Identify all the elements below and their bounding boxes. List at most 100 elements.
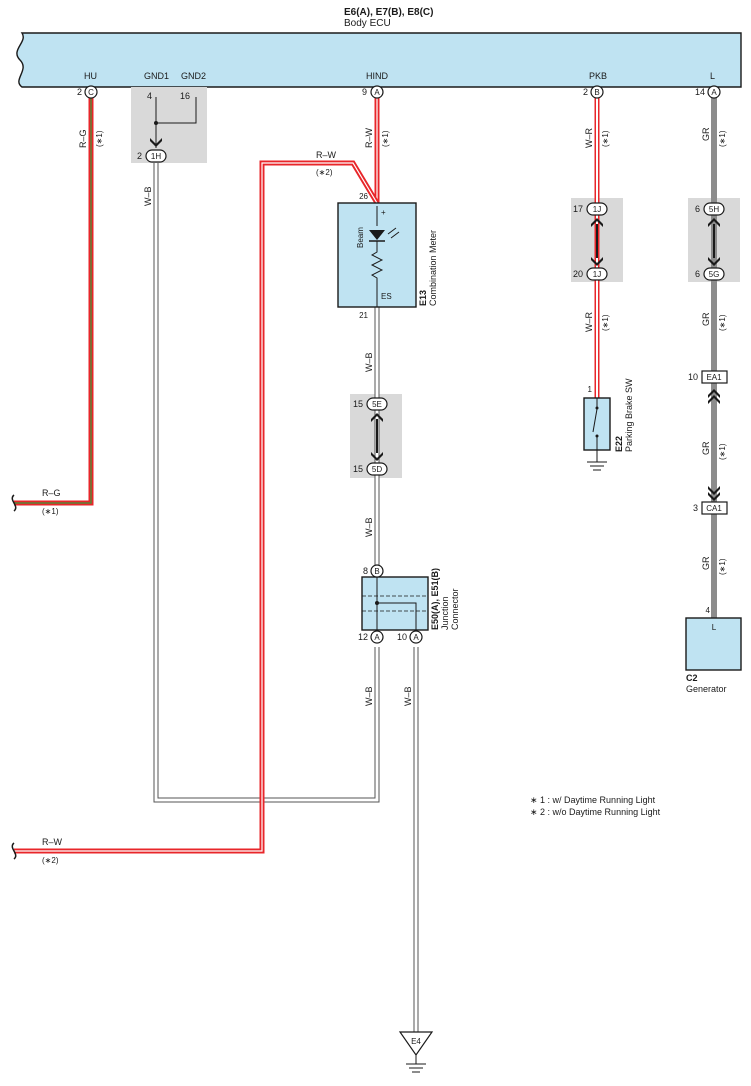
ecu-pin-hu: C 2 xyxy=(77,85,98,99)
note-2: ∗ 2 : w/o Daytime Running Light xyxy=(530,807,661,817)
jconn-pin-top: B 8 xyxy=(363,564,384,578)
wire-note-rg-horiz: (∗1) xyxy=(42,507,59,516)
generator-name: Generator xyxy=(686,684,727,694)
body-ecu-box xyxy=(16,32,742,88)
generator: L 4 xyxy=(685,606,742,671)
svg-text:5H: 5H xyxy=(709,205,719,214)
svg-text:9: 9 xyxy=(362,87,367,97)
junction-connector xyxy=(361,576,429,631)
jconn-code: E50(A), E51(B) xyxy=(430,568,440,630)
wire-label-gr-4: GR xyxy=(701,556,711,570)
junction-5e: 5E 15 xyxy=(353,397,388,411)
wire-w-b-ground xyxy=(153,163,380,803)
svg-text:A: A xyxy=(374,88,380,97)
svg-text:Beam: Beam xyxy=(356,227,365,248)
svg-text:10: 10 xyxy=(688,372,698,382)
wire-note-gr-1: (∗1) xyxy=(718,130,727,147)
junction-5e-5d-arrows xyxy=(371,413,383,461)
svg-text:EA1: EA1 xyxy=(706,373,722,382)
junction-1j-bottom: 1J 20 xyxy=(573,267,608,281)
svg-text:21: 21 xyxy=(359,311,368,320)
ecu-pin-gnd2-label: GND2 xyxy=(181,71,206,81)
junction-1j-top: 1J 17 xyxy=(573,202,608,216)
wire-note-rg-vert: (∗1) xyxy=(95,130,104,147)
svg-text:15: 15 xyxy=(353,464,363,474)
wire-note-rw-loop: (∗2) xyxy=(316,168,333,177)
wire-label-wb-meter: W–B xyxy=(364,352,374,372)
ecu-connectors-title: E6(A), E7(B), E8(C) xyxy=(344,7,433,18)
svg-text:E4: E4 xyxy=(411,1037,421,1046)
wire-label-wb-12a: W–B xyxy=(364,686,374,706)
wire-label-rg-vert: R–G xyxy=(78,129,88,148)
svg-text:1J: 1J xyxy=(593,205,601,214)
jconn-name-1: Junction xyxy=(440,596,450,630)
ecu-pin-pkb-label: PKB xyxy=(589,71,607,81)
ground-e4: E4 xyxy=(398,1031,434,1073)
note-1: ∗ 1 : w/ Daytime Running Light xyxy=(530,795,656,805)
svg-text:26: 26 xyxy=(359,192,368,201)
svg-text:A: A xyxy=(711,88,717,97)
meter-name: Combination Meter xyxy=(428,230,438,306)
junction-1j-arrows xyxy=(591,218,603,266)
wire-label-gr-2: GR xyxy=(701,312,711,326)
ecu-pin-gnd1-label: GND1 xyxy=(144,71,169,81)
svg-text:B: B xyxy=(594,88,599,97)
wire-label-gr-1: GR xyxy=(701,127,711,141)
svg-text:5E: 5E xyxy=(372,400,382,409)
svg-text:B: B xyxy=(374,567,379,576)
gnd-junction-block xyxy=(131,87,207,163)
svg-text:ES: ES xyxy=(381,292,392,301)
parking-name: Parking Brake SW xyxy=(624,378,634,452)
svg-text:8: 8 xyxy=(363,566,368,576)
wire-break-rw xyxy=(11,842,17,860)
parking-brake-switch: 1 xyxy=(583,385,611,471)
svg-text:20: 20 xyxy=(573,269,583,279)
generator-code: C2 xyxy=(686,673,698,683)
ecu-pin-l-label: L xyxy=(710,71,715,81)
wire-break-rg xyxy=(11,494,17,512)
junction-5g: 5G 6 xyxy=(695,267,725,281)
svg-text:A: A xyxy=(413,633,419,642)
jconn-pin-right: A 10 xyxy=(397,630,423,644)
junction-5h-5g-arrows xyxy=(708,218,720,266)
junction-5d: 5D 15 xyxy=(353,462,388,476)
svg-text:3: 3 xyxy=(693,503,698,513)
svg-text:4: 4 xyxy=(706,606,711,615)
wire-label-rw-loop: R–W xyxy=(316,150,337,160)
svg-text:17: 17 xyxy=(573,204,583,214)
svg-text:5G: 5G xyxy=(709,270,720,279)
wire-gnd1-gnd2-bridge xyxy=(154,97,197,148)
wire-r-g xyxy=(14,97,94,506)
jconn-pin-left: A 12 xyxy=(358,630,384,644)
wire-note-rw-horiz: (∗2) xyxy=(42,856,59,865)
wire-note-gr-2: (∗1) xyxy=(718,314,727,331)
wire-label-wb-10a: W–B xyxy=(403,686,413,706)
ecu-pin-l: A 14 xyxy=(695,85,721,99)
ecu-pin-gnd2-num: 16 xyxy=(180,91,190,101)
ecu-pin-hind: A 9 xyxy=(362,85,384,99)
junction-ca1: CA1 3 xyxy=(693,486,728,515)
wire-label-rw-horiz: R–W xyxy=(42,837,63,847)
svg-text:2: 2 xyxy=(583,87,588,97)
wire-label-wb-5d: W–B xyxy=(364,517,374,537)
junction-5h: 5H 6 xyxy=(695,202,725,216)
svg-text:6: 6 xyxy=(695,269,700,279)
wire-label-rw-hind: R–W xyxy=(364,127,374,148)
wire-label-rg-horiz: R–G xyxy=(42,488,61,498)
wire-note-rw-hind: (∗1) xyxy=(381,130,390,147)
svg-text:L: L xyxy=(712,623,717,632)
wire-label-wr-top: W–R xyxy=(584,128,594,149)
ecu-pin-hind-label: HIND xyxy=(366,71,388,81)
svg-text:1H: 1H xyxy=(151,152,161,161)
ecu-pin-gnd1-num: 4 xyxy=(147,91,152,101)
svg-text:12: 12 xyxy=(358,632,368,642)
svg-text:1J: 1J xyxy=(593,270,601,279)
ecu-pin-hu-label: HU xyxy=(84,71,97,81)
svg-text:1: 1 xyxy=(588,385,593,394)
wire-label-gr-3: GR xyxy=(701,441,711,455)
wire-note-wr-bot: (∗1) xyxy=(601,314,610,331)
wire-note-gr-3: (∗1) xyxy=(718,443,727,460)
svg-text:C: C xyxy=(88,88,94,97)
svg-text:+: + xyxy=(381,208,386,217)
